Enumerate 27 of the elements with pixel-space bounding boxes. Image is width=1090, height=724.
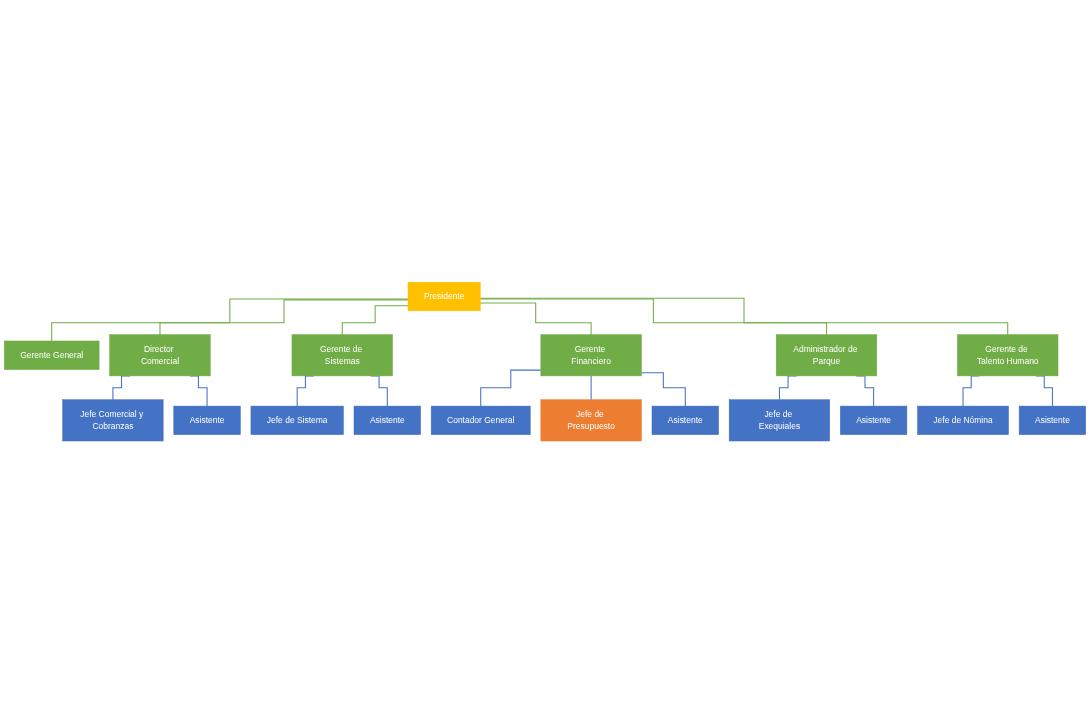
node-box: Asistente	[840, 406, 908, 436]
connector	[159, 299, 409, 336]
node-box: Jefe de Exequiales	[728, 399, 830, 442]
node-box: Gerente Financiero	[540, 334, 642, 377]
connector	[479, 298, 828, 336]
node-box: Jefe de Nómina	[917, 406, 1009, 436]
connector	[480, 369, 542, 407]
connector	[479, 298, 1009, 336]
node-box: Asistente	[1018, 406, 1086, 436]
node-box: Asistente	[651, 406, 719, 436]
node-box: Jefe de Presupuesto	[540, 399, 642, 442]
connector	[479, 302, 592, 336]
node-box: Gerente de Sistemas	[291, 334, 393, 377]
connector	[590, 375, 592, 401]
node-box: Asistente	[353, 406, 421, 436]
node-box: Administrador de Parque	[775, 334, 878, 377]
connector	[640, 372, 686, 407]
node-box: Contador General	[430, 406, 531, 436]
node-box: Asistente	[173, 406, 241, 436]
node-box: Presidente	[407, 282, 481, 312]
node-box: Gerente General	[4, 341, 100, 371]
node-box: Director Comercial	[109, 334, 211, 377]
node-box: Jefe Comercial y Cobranzas	[62, 399, 164, 442]
connector	[51, 298, 409, 342]
connector	[341, 305, 409, 336]
node-box: Jefe de Sistema	[250, 406, 344, 436]
node-box: Gerente de Talento Humano	[957, 334, 1059, 377]
